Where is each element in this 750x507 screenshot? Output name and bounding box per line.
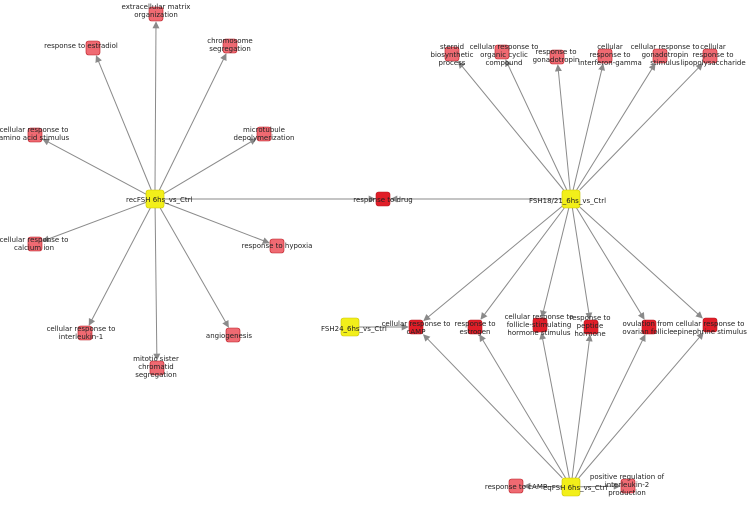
node-gonadostim[interactable] bbox=[652, 48, 668, 64]
node-ovulation[interactable] bbox=[641, 319, 657, 335]
node-angio[interactable] bbox=[225, 327, 241, 343]
node-drug[interactable] bbox=[375, 191, 391, 207]
edge-fsh1821-to-estrogen bbox=[480, 207, 565, 320]
edge-recfsh-to-microtubule bbox=[163, 138, 257, 195]
node-fsh24[interactable] bbox=[340, 317, 360, 337]
edge-recfsh-to-chromseg bbox=[158, 53, 227, 191]
node-microtubule[interactable] bbox=[256, 126, 272, 142]
edge-fsh1821-to-gonadostim bbox=[576, 63, 656, 191]
edge-fsh1821-to-fshstim bbox=[540, 207, 570, 318]
node-label-angio: angiogenesis bbox=[206, 332, 252, 340]
edge-recfsh-to-il1 bbox=[88, 207, 151, 326]
edge-recfsh-to-mitotic bbox=[153, 207, 161, 361]
edge-fsh1821-to-epinephrine bbox=[579, 206, 703, 319]
nodes-layer bbox=[27, 6, 718, 497]
node-label-eqfsh: eqFSH 6hs_vs_Ctrl bbox=[543, 484, 607, 492]
edge-fsh1821-to-camp bbox=[423, 206, 563, 322]
node-recfsh[interactable] bbox=[145, 189, 165, 209]
node-label-fsh24: FSH24_6hs_vs_Ctrl bbox=[321, 325, 387, 333]
node-ifng[interactable] bbox=[597, 48, 613, 64]
node-mitotic[interactable] bbox=[149, 360, 165, 376]
node-eqfsh[interactable] bbox=[561, 477, 581, 497]
edge-recfsh-to-hypoxia bbox=[163, 202, 270, 244]
edge-fsh1821-to-organic bbox=[505, 59, 568, 191]
edge-fsh1821-to-lps bbox=[579, 63, 703, 191]
edge-recfsh-to-calcium bbox=[42, 201, 147, 243]
node-respcamp[interactable] bbox=[508, 478, 524, 494]
node-fsh1821[interactable] bbox=[561, 189, 581, 209]
edge-fsh1821-to-gonadotropin bbox=[554, 64, 571, 191]
edge-recfsh-to-aminoacid bbox=[42, 138, 147, 195]
node-fshstim[interactable] bbox=[532, 317, 548, 333]
node-ecm[interactable] bbox=[148, 6, 164, 22]
labels-layer: recFSH 6hs_vs_Ctrl FSH18/21_6hs_vs_CtrlFS… bbox=[0, 3, 747, 497]
node-calcium[interactable] bbox=[27, 236, 43, 252]
node-label-recfsh: recFSH 6hs_vs_Ctrl bbox=[126, 196, 193, 204]
node-label-drug: response to drug bbox=[353, 196, 412, 204]
node-epinephrine[interactable] bbox=[702, 317, 718, 333]
node-organic[interactable] bbox=[494, 44, 510, 60]
edge-fsh1821-to-ifng bbox=[572, 63, 606, 191]
node-peptide[interactable] bbox=[583, 319, 599, 335]
node-hypoxia[interactable] bbox=[269, 238, 285, 254]
edge-eqfsh-to-fshstim bbox=[539, 332, 570, 479]
edge-eqfsh-to-peptide bbox=[571, 334, 593, 479]
node-steroid[interactable] bbox=[444, 46, 460, 62]
edge-eqfsh-to-estrogen bbox=[479, 334, 567, 479]
node-lps[interactable] bbox=[702, 48, 718, 64]
edge-eqfsh-to-ovulation bbox=[574, 334, 646, 479]
node-estrogen[interactable] bbox=[467, 319, 483, 335]
edge-eqfsh-to-camp bbox=[423, 334, 563, 479]
node-il2[interactable] bbox=[620, 478, 636, 494]
node-aminoacid[interactable] bbox=[27, 127, 43, 143]
edge-eqfsh-to-il2 bbox=[579, 482, 621, 490]
node-camp[interactable] bbox=[408, 319, 424, 335]
edge-fsh1821-to-peptide bbox=[571, 207, 593, 320]
edge-recfsh-to-estradiol bbox=[95, 55, 152, 191]
edges-layer bbox=[42, 21, 704, 490]
node-label-hypoxia: response to hypoxia bbox=[242, 242, 313, 250]
node-gonadotropin[interactable] bbox=[549, 49, 565, 65]
edge-eqfsh-to-respcamp bbox=[523, 482, 563, 490]
node-estradiol[interactable] bbox=[85, 40, 101, 56]
edge-recfsh-to-angio bbox=[159, 207, 229, 328]
node-chromseg[interactable] bbox=[222, 38, 238, 54]
node-label-estradiol: response to estradiol bbox=[44, 42, 118, 50]
node-il1[interactable] bbox=[77, 325, 93, 341]
edge-fsh1821-to-steroid bbox=[457, 61, 564, 191]
edge-recfsh-to-ecm bbox=[152, 21, 160, 191]
edge-fsh1821-to-ovulation bbox=[576, 207, 645, 320]
node-label-fsh1821: FSH18/21_6hs_vs_Ctrl bbox=[529, 197, 606, 205]
edge-eqfsh-to-epinephrine bbox=[578, 332, 704, 479]
node-label-respcamp: response to cAMP bbox=[485, 483, 547, 491]
